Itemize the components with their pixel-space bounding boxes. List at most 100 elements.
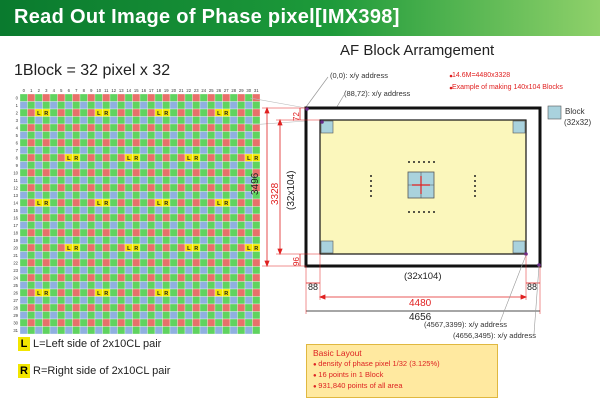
row-number: 1 [16,103,19,108]
leader-4567 [499,254,527,323]
phase-pixel-letter: R [104,291,108,297]
row-number: 5 [16,133,19,138]
dim-88-right: 88 [527,282,538,292]
point-4656 [537,263,541,267]
row-number: 10 [13,170,18,175]
vertical-dimensions [262,106,320,268]
ellipsis-dots [370,161,476,213]
row-number: 28 [13,305,18,310]
column-number: 20 [171,88,176,93]
phase-pixel-letter: L [97,291,101,297]
basic-layout-box: Basic Layout density of phase pixel 1/32… [306,344,498,398]
phase-pixel-letter: L [217,201,221,207]
row-number: 17 [13,223,18,228]
phase-pixel-letter: R [164,291,168,297]
column-number: 16 [141,88,146,93]
phase-pixel-letter: L [97,111,101,117]
column-number: 31 [254,88,259,93]
phase-pixel-letter: R [134,246,138,252]
column-number: 17 [149,88,154,93]
note-resolution: 14.6M=4480x3328 [452,72,511,79]
phase-pixel-letter: L [127,156,131,162]
row-number: 16 [13,215,18,220]
block-legend-swatch [547,105,562,120]
phase-pixel-letter: R [74,246,78,252]
phase-pixel-letter: L [37,201,41,207]
addr-4567: (4567,3399): x/y address [424,320,507,329]
phase-pixel-letter: R [254,246,258,252]
corner-block-tl [320,120,334,134]
row-number: 31 [13,328,18,333]
note-bullet-1 [449,74,453,78]
dim-3496: 3496 [250,172,261,195]
row-number: 2 [16,110,19,115]
basic-layout-item: 931,840 points of all area [313,381,440,392]
column-number: 15 [134,88,139,93]
column-number: 9 [90,88,93,93]
phase-pixel-letter: L [37,111,41,117]
row-number: 9 [16,163,19,168]
corner-block-tr [512,120,526,134]
row-number: 18 [13,230,18,235]
addr-8872: (88,72): x/y address [344,89,411,98]
row-number: 13 [13,193,18,198]
column-number: 23 [194,88,199,93]
row-number: 8 [16,155,19,160]
column-number: 2 [38,88,41,93]
phase-pixel-letter: L [157,201,161,207]
column-number: 14 [126,88,131,93]
column-number: 8 [83,88,86,93]
phase-pixel-letter: R [44,201,48,207]
phase-pixel-letter: L [37,291,41,297]
row-number: 26 [13,290,18,295]
column-number: 26 [216,88,221,93]
page-title: Read Out Image of Phase pixel[IMX398] [14,6,400,28]
column-number: 22 [186,88,191,93]
column-number: 28 [231,88,236,93]
point-00 [305,107,309,111]
row-number: 4 [16,125,19,130]
row-number: 6 [16,140,19,145]
dim-4480: 4480 [409,298,432,309]
phase-pixel-letter: L [67,156,71,162]
column-number: 5 [60,88,63,93]
row-number: 7 [16,148,19,153]
basic-layout-item: density of phase pixel 1/32 (3.125%) [313,359,439,370]
row-number: 11 [14,178,19,183]
phase-pixel-letter: R [44,111,48,117]
phase-pixel-letter: L [217,291,221,297]
title-bar [0,0,600,36]
dim-88-left: 88 [308,282,319,292]
color-pixel [252,326,260,335]
dim-32x104-horizontal: (32x104) [404,271,442,282]
addr-4656: (4656,3495): x/y address [453,331,536,340]
row-number: 24 [13,275,18,280]
dim-96: 96 [292,257,301,266]
phase-pixel-letter: R [104,111,108,117]
row-number: 29 [13,313,18,318]
column-number: 4 [53,88,56,93]
row-number: 0 [16,95,19,100]
phase-pixel-letter: R [164,201,168,207]
basic-layout-list: density of phase pixel 1/32 (3.125%) 16 … [313,359,440,392]
column-number: 19 [164,88,169,93]
phase-pixel-letter: L [247,156,251,162]
row-number: 27 [13,298,18,303]
phase-pixel-letter: R [224,201,228,207]
row-number: 20 [13,245,18,250]
phase-pixel-letter: R [134,156,138,162]
phase-pixel-letter: R [194,156,198,162]
column-number: 27 [224,88,229,93]
phase-pixel-letter: L [67,246,71,252]
legend-r-box: R [18,364,30,378]
basic-layout-item: 16 points in 1 Block [313,370,440,381]
phase-pixel-letter: L [157,111,161,117]
corner-block-br [512,240,526,254]
leader-4656 [533,265,540,335]
column-number: 7 [75,88,78,93]
phase-pixel-letter: R [224,291,228,297]
phase-pixel-letter: L [127,246,131,252]
phase-pixel-letter: R [44,291,48,297]
row-number: 30 [13,320,18,325]
